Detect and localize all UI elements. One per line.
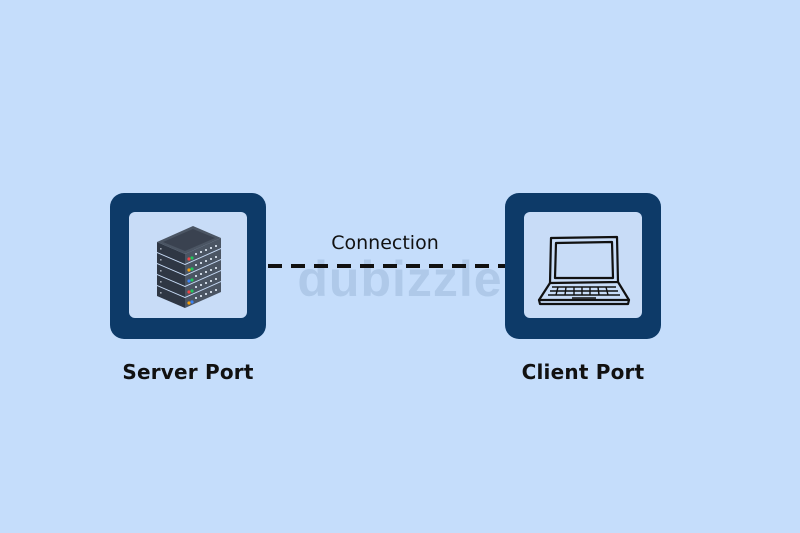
laptop-icon bbox=[537, 235, 631, 306]
client-port-label: Client Port bbox=[521, 360, 645, 384]
server-node-panel bbox=[129, 212, 247, 318]
server-node bbox=[110, 193, 266, 339]
connection-label: Connection bbox=[331, 232, 439, 254]
server-port-label: Server Port bbox=[122, 360, 254, 384]
server-rack-icon bbox=[157, 226, 221, 308]
client-node-panel bbox=[524, 212, 642, 318]
client-node bbox=[505, 193, 661, 339]
